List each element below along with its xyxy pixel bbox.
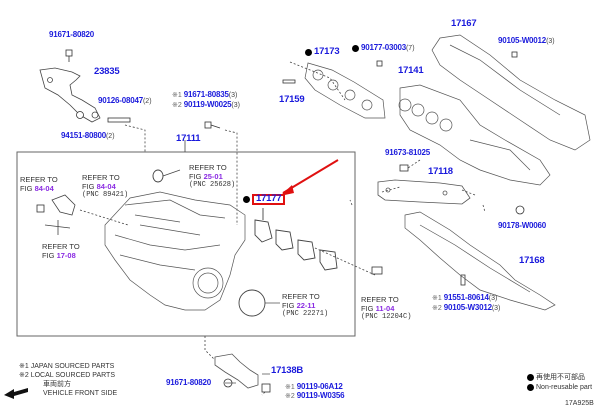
reference-fig-84-04-b: REFER TO FIG 84-04 (PNC 89421) — [82, 173, 129, 199]
legend-front-en: VEHICLE FRONT SIDE — [43, 390, 118, 397]
non-reusable-dot — [527, 373, 534, 381]
oring-25628 — [152, 169, 164, 183]
reference-fig-25-01: REFER TO FIG 25-01 (PNC 25628) — [189, 163, 236, 189]
part-label-17111[interactable]: 17111 — [176, 133, 201, 144]
part-label-17159[interactable]: 17159 — [279, 94, 305, 105]
part-label-90178-W0060[interactable]: 90178-W0060 — [498, 221, 547, 230]
fig-link[interactable]: 22-11 — [296, 301, 316, 310]
part-label-23835[interactable]: 23835 — [94, 66, 120, 77]
fig-link[interactable]: 11-04 — [375, 304, 395, 313]
non-reusable-dot — [243, 195, 250, 203]
reference-fig-17-08: REFER TO FIG 17-08 — [42, 242, 80, 260]
reference-fig-22-11: REFER TO FIG 22-11 (PNC 22271) — [282, 292, 329, 318]
reference-fig-11-04: REFER TO FIG 11-04 (PNC 12204C) — [361, 295, 412, 321]
figure-id: 17A925B — [565, 400, 594, 407]
non-reusable-dot — [352, 44, 359, 52]
part-label-90177-03003[interactable]: 90177-03003(7) — [352, 44, 415, 53]
exhaust-manifold-17141 — [398, 84, 551, 186]
part-label-17177[interactable]: 17177 — [243, 194, 286, 205]
gasket-ring-22271 — [238, 289, 266, 317]
bracket-23835 — [39, 67, 101, 123]
legend-front-jp: 車両前方 — [43, 381, 71, 388]
part-label-17118[interactable]: 17118 — [428, 166, 453, 177]
reference-fig-84-04-a: REFER TO FIG 84-04 — [20, 175, 58, 193]
part-label-17141[interactable]: 17141 — [398, 65, 424, 76]
fig-link[interactable]: 84-04 — [96, 182, 116, 191]
legend-nonreusable-jp: 再使用不可部品 — [527, 373, 585, 382]
part-label-91673-81025[interactable]: 91673-81025 — [385, 148, 430, 157]
bracket-17118 — [377, 179, 471, 205]
non-reusable-dot — [305, 48, 312, 56]
part-label-90126-08047[interactable]: 90126-08047(2) — [98, 96, 152, 106]
bracket-17138B — [214, 353, 259, 389]
part-label-17138B[interactable]: 17138B — [271, 365, 304, 376]
part-label-90105-W0012-top[interactable]: 90105-W0012(3) — [498, 36, 555, 46]
legend-japan-sourced: ※1 JAPAN SOURCED PARTS — [19, 363, 115, 370]
gasket-17173 — [304, 62, 386, 119]
non-reusable-dot — [527, 383, 534, 391]
assembly-frame — [16, 151, 356, 337]
fig-link[interactable]: 25-01 — [203, 172, 223, 181]
intake-manifold-17111 — [104, 191, 246, 311]
part-label-91671-80820-top[interactable]: 91671-80820 — [49, 30, 94, 39]
heat-insulator-17168 — [404, 211, 556, 311]
part-label-94151-80800[interactable]: 94151-80800(2) — [61, 131, 115, 141]
sensor-89421 — [44, 194, 76, 235]
part-label-17173[interactable]: 17173 — [305, 47, 340, 57]
part-label-17167[interactable]: 17167 — [451, 18, 477, 29]
legend-nonreusable-en: Non-reusable part — [527, 383, 592, 392]
highlight-box: 17177 — [252, 194, 286, 205]
legend-local-sourced: ※2 LOCAL SOURCED PARTS — [19, 372, 115, 379]
part-label-17168[interactable]: 17168 — [519, 255, 545, 266]
fig-link[interactable]: 17-08 — [56, 251, 76, 260]
part-label-91671-80820-bottom[interactable]: 91671-80820 — [166, 378, 211, 387]
gasket-17177 — [254, 208, 338, 271]
bolt-icons — [36, 49, 525, 393]
vehicle-front-arrow — [4, 388, 28, 399]
fig-link[interactable]: 84-04 — [34, 184, 54, 193]
heat-insulator-17167 — [431, 34, 591, 151]
